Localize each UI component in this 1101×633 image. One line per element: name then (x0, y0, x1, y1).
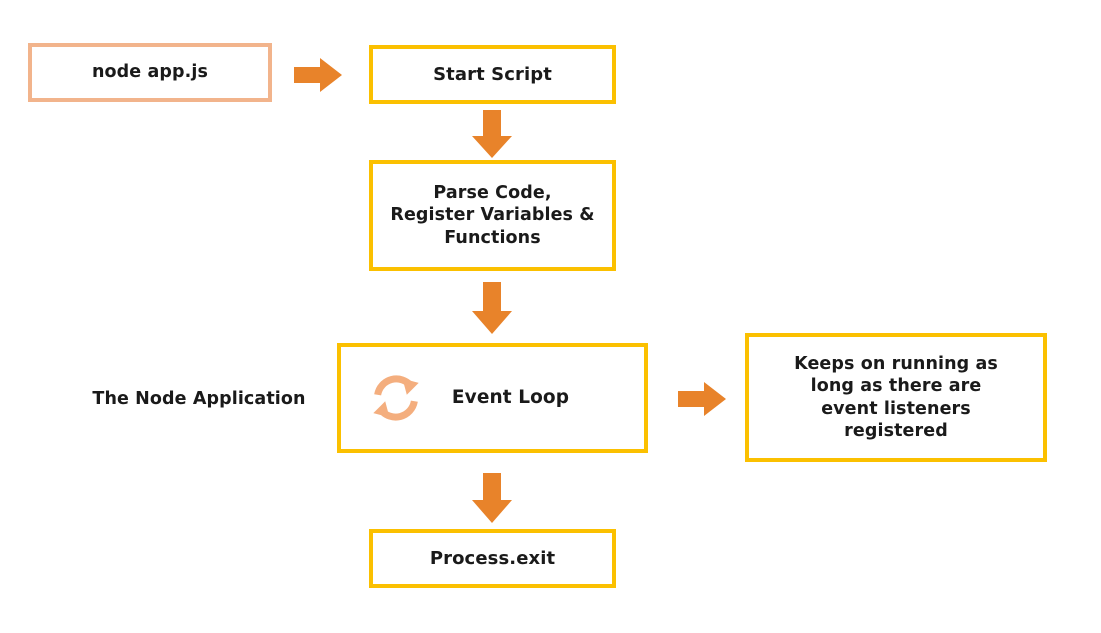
box-node-command-label: node app.js (92, 62, 208, 83)
box-keeps-running-line-4: registered (844, 420, 948, 441)
event-loop-content: Event Loop (341, 347, 644, 449)
arrow-start-to-parse-icon (472, 110, 512, 158)
loop-refresh-icon (373, 375, 419, 421)
box-keeps-running-text: Keeps on running as long as there are ev… (749, 353, 1043, 443)
box-process-exit: Process.exit (369, 529, 616, 588)
box-parse-code-line-2: Register Variables & (390, 205, 595, 226)
box-keeps-running: Keeps on running as long as there are ev… (745, 333, 1047, 462)
arrow-command-to-start-icon (294, 58, 342, 92)
box-keeps-running-line-2: long as there are (810, 376, 982, 397)
arrow-event-loop-to-keeps-running-icon (678, 382, 726, 416)
box-start-script-label: Start Script (433, 63, 552, 85)
box-event-loop: Event Loop (337, 343, 648, 453)
box-parse-code-text: Parse Code, Register Variables & Functio… (373, 182, 612, 249)
box-parse-code: Parse Code, Register Variables & Functio… (369, 160, 616, 271)
arrow-parse-to-event-loop-icon (472, 282, 512, 334)
box-keeps-running-line-1: Keeps on running as (794, 353, 998, 374)
box-parse-code-line-3: Functions (444, 227, 541, 248)
box-node-command: node app.js (28, 43, 272, 102)
box-parse-code-line-1: Parse Code, (433, 182, 552, 203)
box-start-script: Start Script (369, 45, 616, 104)
box-keeps-running-line-3: event listeners (821, 398, 971, 419)
box-process-exit-label: Process.exit (429, 547, 556, 569)
box-event-loop-label: Event Loop (451, 387, 570, 409)
the-node-application-label: The Node Application (92, 389, 306, 409)
arrow-event-loop-to-process-exit-icon (472, 473, 512, 523)
